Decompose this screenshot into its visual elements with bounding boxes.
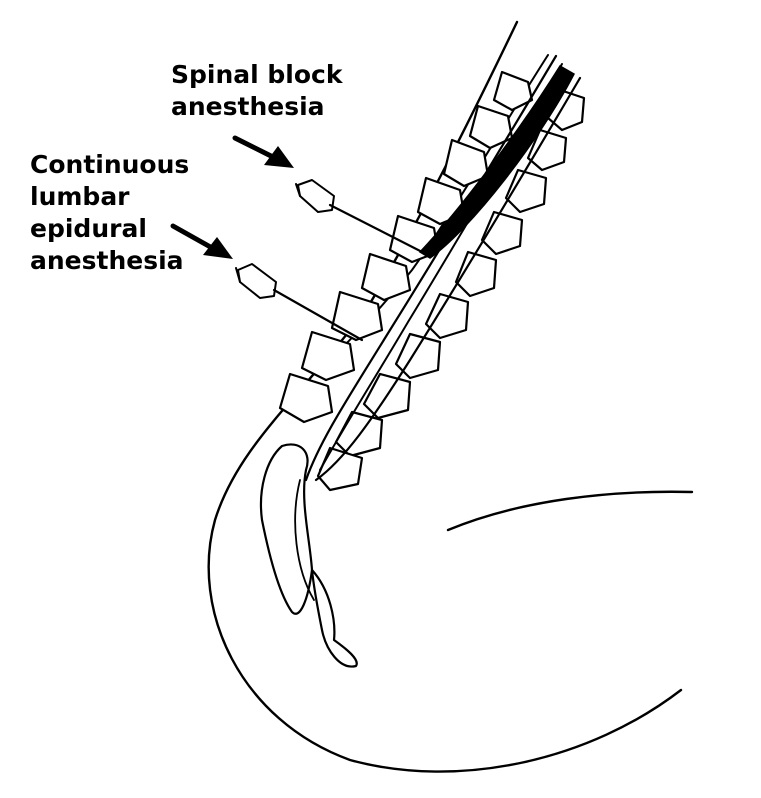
epidural-syringe-hub (237, 263, 277, 299)
arrow-spinal (232, 135, 294, 168)
epidural-label-line: anesthesia (30, 246, 184, 275)
epidural-label: Continuous lumbar epidural anesthesia (30, 149, 189, 277)
spinal-block-label-line: Spinal block (171, 60, 343, 89)
thigh-contour (446, 490, 694, 532)
canal-posterior-wall (314, 76, 582, 482)
spinal-cord (418, 64, 575, 259)
back-contour (207, 20, 683, 773)
epidural-label-line: epidural (30, 214, 147, 243)
epidural-needle (235, 263, 364, 342)
epidural-label-line: Continuous (30, 150, 190, 179)
canal-anterior-wall (304, 54, 558, 482)
spinal-block-label-line: anesthesia (171, 92, 325, 121)
arrow-epidural (170, 223, 233, 259)
sacrum-coccyx (259, 443, 358, 668)
spinal-block-label: Spinal block anesthesia (171, 59, 343, 123)
spinal-block-needle (295, 179, 430, 257)
epidural-label-line: lumbar (30, 182, 130, 211)
spinal-syringe-hub (297, 179, 335, 213)
